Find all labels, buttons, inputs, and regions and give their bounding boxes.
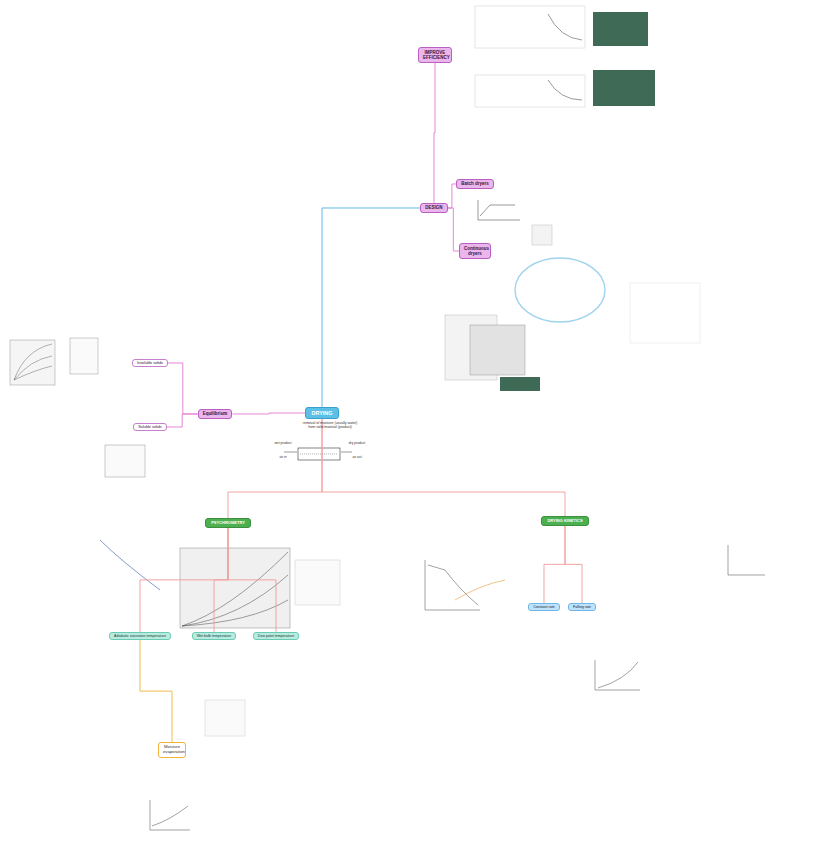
- curve: [14, 344, 52, 380]
- topic-box: Batch dryers: [456, 179, 494, 189]
- flow-label: dry product: [342, 442, 372, 446]
- branch-connector: [434, 63, 435, 203]
- subtopic-box: Dew point temperature: [253, 632, 299, 640]
- branch-connector: [448, 184, 457, 208]
- branch-connector: [168, 363, 198, 414]
- topic-box: Continuous dryers: [459, 243, 491, 258]
- topic-box: DRYING KINETICS: [541, 516, 588, 526]
- topic-box: DESIGN: [420, 203, 447, 213]
- node-text: Wet bulb temperature: [197, 634, 232, 638]
- node-text: Adiabatic saturation temperature: [114, 634, 166, 638]
- branch-connector: [322, 419, 565, 516]
- photo: [593, 12, 648, 46]
- node-text: Equilibrium: [203, 411, 228, 416]
- node-text: Batch dryers: [461, 181, 489, 186]
- branch-connector: [228, 528, 276, 632]
- flow-line: [284, 452, 352, 453]
- subtopic-box: Falling rate: [568, 603, 596, 611]
- subtopic-box: Insoluble solids: [132, 359, 168, 367]
- graph: [595, 660, 640, 690]
- node-text: PSYCHROMETRY: [211, 521, 245, 526]
- node-text: DRYING KINETICS: [547, 519, 582, 524]
- node-text: DRYING: [311, 410, 332, 416]
- subtopic-box: Constant rate: [528, 603, 560, 611]
- node-text: Falling rate: [573, 605, 591, 609]
- node-text: Continuous dryers: [464, 246, 486, 256]
- notes-card: [475, 75, 585, 107]
- graph: [150, 800, 190, 830]
- node-text: Soluble solids: [138, 425, 161, 429]
- branch-connector: [140, 528, 228, 632]
- notes-card: [475, 6, 585, 48]
- photo: [500, 377, 540, 391]
- dryer-sketch: [298, 448, 340, 460]
- sketch: [100, 540, 160, 590]
- branch-connector: [232, 413, 305, 415]
- graph: [425, 560, 480, 610]
- graph: [728, 545, 765, 575]
- chart: [105, 445, 145, 477]
- node-text: Insoluble solids: [137, 361, 163, 365]
- photo: [593, 70, 655, 106]
- curve: [548, 14, 582, 40]
- chart: [10, 340, 55, 385]
- branch-connector: [544, 526, 565, 603]
- branch-connector: [565, 526, 582, 603]
- highlight-ellipse: [515, 258, 605, 322]
- notes-card: [630, 283, 700, 343]
- node-text: Constant rate: [533, 605, 555, 609]
- photo: [470, 325, 525, 375]
- flow-label: air out: [342, 456, 372, 460]
- topic-box: Equilibrium: [198, 409, 233, 419]
- flow-label: wet product: [268, 442, 298, 446]
- subtopic-box: Wet bulb temperature: [192, 632, 237, 640]
- node-text: Dew point temperature: [258, 634, 294, 638]
- figure: [532, 225, 552, 245]
- table: [295, 560, 340, 605]
- branch-connector: [448, 208, 459, 251]
- central-topic: DRYING: [305, 407, 338, 419]
- node-text: DESIGN: [425, 205, 442, 210]
- branch-connector: [322, 208, 420, 407]
- psychrometric-chart: [180, 548, 290, 628]
- curve: [455, 580, 505, 600]
- chart: [70, 338, 98, 374]
- branch-connector: [140, 640, 172, 742]
- branch-connector: [167, 414, 198, 427]
- node-text: Moisture evaporation: [163, 745, 181, 755]
- subtopic-box: Soluble solids: [133, 423, 166, 431]
- curve: [548, 80, 582, 100]
- note-text: removal of moisture (usually water) from…: [300, 421, 360, 429]
- branch-connector: [214, 528, 228, 632]
- curve: [182, 552, 288, 626]
- topic-box: PSYCHROMETRY: [205, 518, 251, 528]
- dryer-sketch: [300, 454, 338, 455]
- subtopic-box: Adiabatic saturation temperature: [109, 632, 171, 640]
- branch-connector: [228, 419, 322, 518]
- subtopic-box: Moisture evaporation: [158, 742, 186, 758]
- node-text: IMPROVE EFFICIENCY: [423, 50, 447, 60]
- topic-box: IMPROVE EFFICIENCY: [418, 47, 452, 62]
- table: [205, 700, 245, 736]
- flow-label: air in: [268, 456, 298, 460]
- graph: [478, 200, 520, 220]
